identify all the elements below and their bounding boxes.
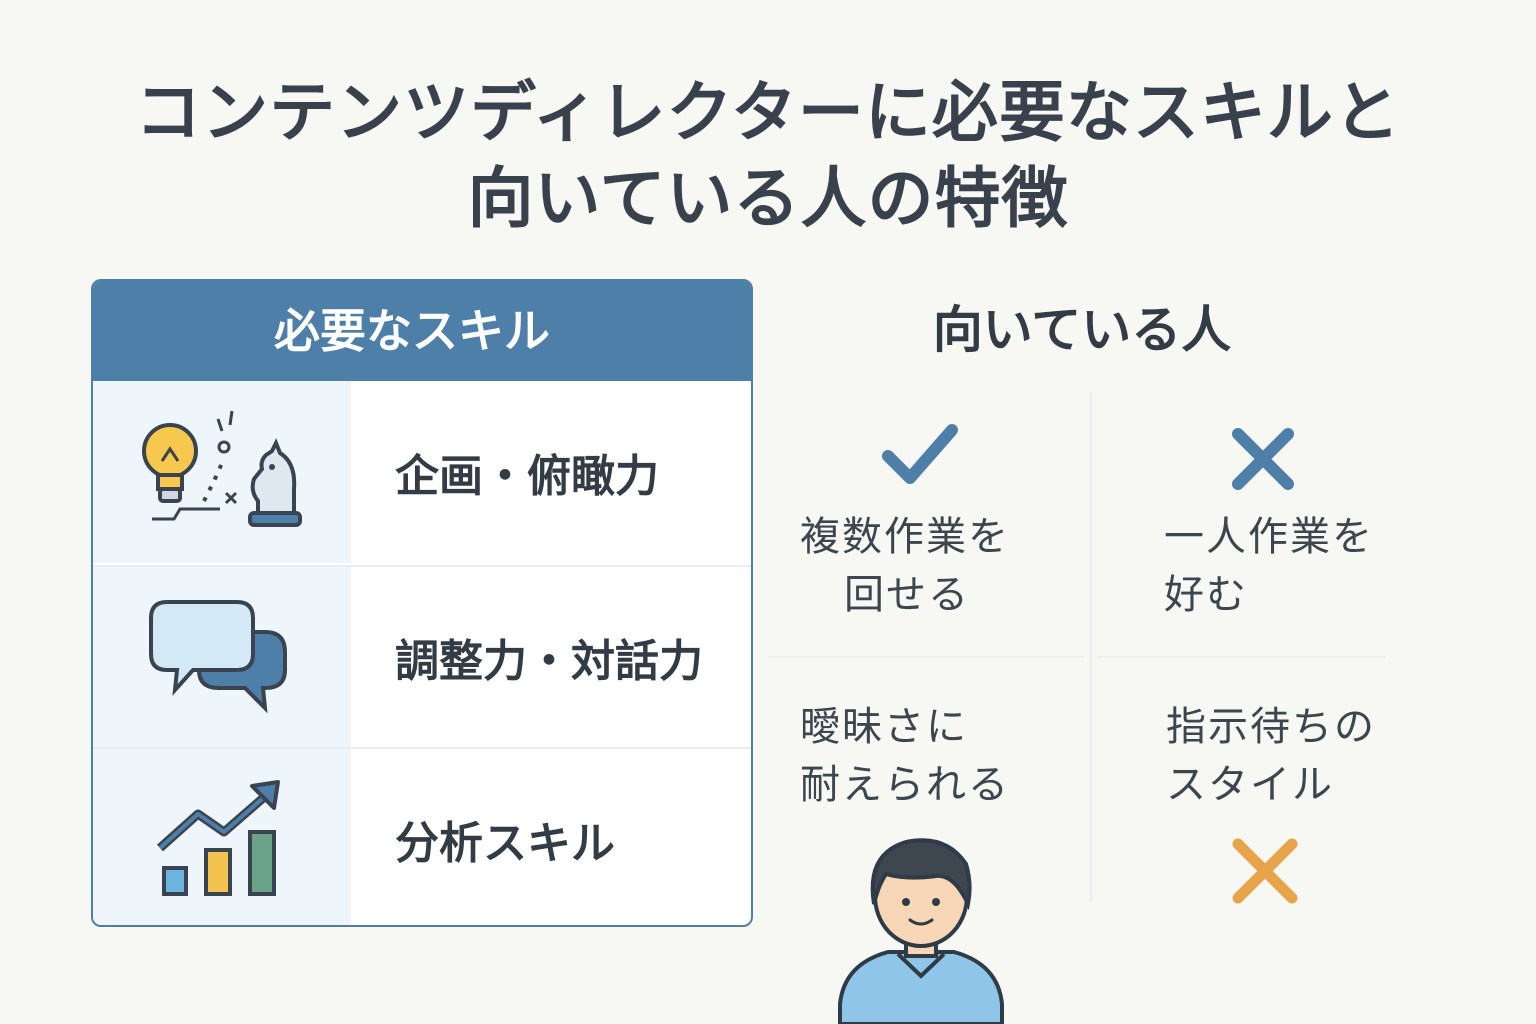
page-title-line1: コンテンツディレクターに必要なスキルと bbox=[135, 74, 1401, 151]
row-divider-right bbox=[1098, 656, 1386, 658]
trait-waiting-instructions: 指示待ちの スタイル bbox=[1166, 704, 1376, 808]
skill-row-analysis: 分析スキル bbox=[93, 747, 751, 925]
suited-header: 向いている人 bbox=[932, 301, 1232, 359]
trait-ambiguity: 曖昧さに 耐えられる bbox=[800, 704, 1010, 808]
page-title-line2: 向いている人の特徴 bbox=[467, 160, 1069, 237]
idea-strategy-icon bbox=[142, 410, 302, 527]
skill-label-analysis: 分析スキル bbox=[395, 818, 615, 869]
cross-icon bbox=[1232, 428, 1294, 490]
orange-cross-icon bbox=[1232, 838, 1298, 904]
person-icon bbox=[838, 838, 1004, 1024]
page-title: コンテンツディレクターに必要なスキルと 向いている人の特徴 bbox=[0, 70, 1536, 242]
skill-row-coordination: 調整力・対話力 bbox=[93, 565, 751, 747]
skill-row-planning: 企画・俯瞰力 bbox=[93, 381, 751, 563]
growth-chart-icon bbox=[156, 780, 280, 896]
trait-solo-work: 一人作業を 好む bbox=[1164, 514, 1374, 618]
row-divider-left bbox=[768, 656, 1084, 658]
chat-bubbles-icon bbox=[149, 600, 287, 714]
skill-label-planning: 企画・俯瞰力 bbox=[395, 451, 659, 502]
column-divider bbox=[1090, 392, 1092, 902]
skills-card: 必要なスキル 企画・俯瞰力 bbox=[91, 279, 753, 927]
skills-header: 必要なスキル bbox=[93, 281, 751, 381]
skill-label-coordination: 調整力・対話力 bbox=[395, 636, 703, 687]
check-icon bbox=[882, 424, 958, 484]
trait-multitask: 複数作業を 回せる bbox=[800, 514, 1010, 618]
